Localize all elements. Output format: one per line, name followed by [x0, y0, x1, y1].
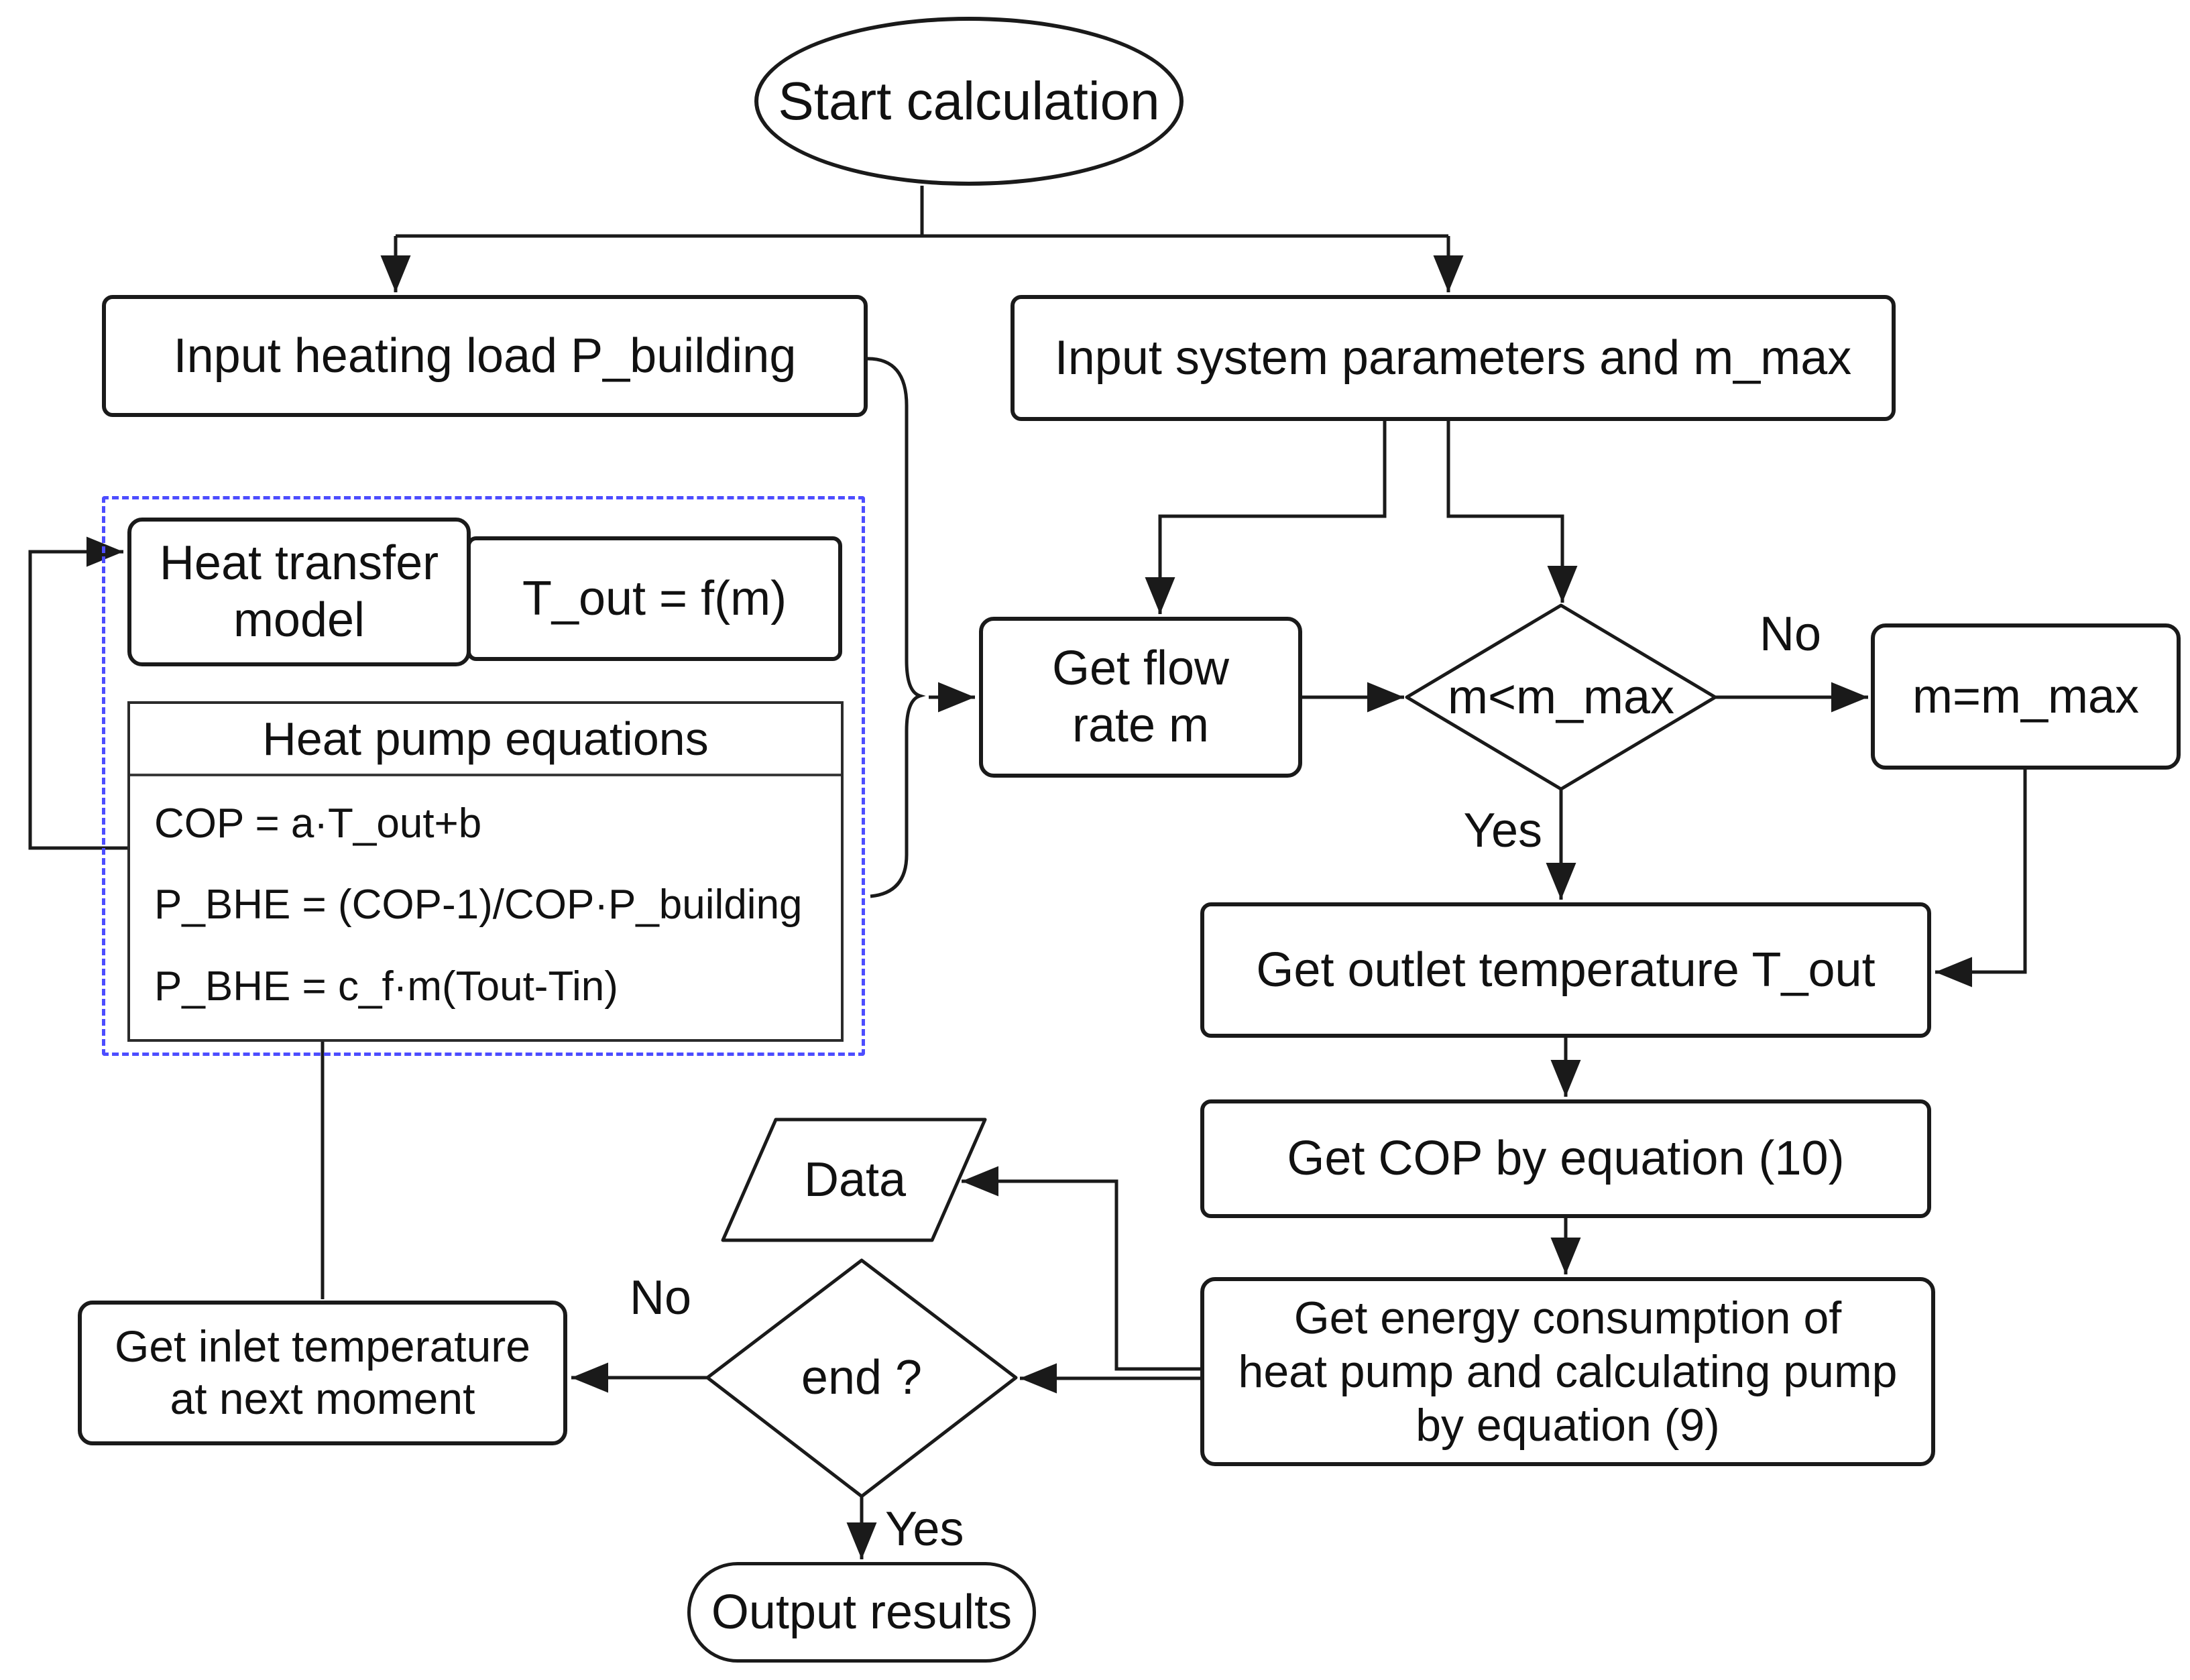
energy-line1: Get energy consumption of	[1293, 1292, 1842, 1343]
output-results-label: Output results	[711, 1585, 1013, 1639]
process-get-cop: Get COP by equation (10)	[1200, 1099, 1931, 1218]
process-tout-fm: T_out = f(m)	[467, 536, 842, 661]
start-terminator: Start calculation	[754, 17, 1184, 186]
label-end-yes: Yes	[885, 1502, 964, 1556]
process-m-equals-mmax: m=m_max	[1871, 623, 2181, 770]
m-equals-mmax-label: m=m_max	[1912, 669, 2140, 723]
decision-end-shape	[705, 1258, 1018, 1498]
edge-params-to-getflow	[1145, 421, 1387, 614]
m-less-mmax-text: m<m_max	[1447, 670, 1675, 724]
heat-pump-equations-table: Heat pump equations COP = a·T_out+b P_BH…	[127, 701, 844, 1042]
energy-line3: by equation (9)	[1416, 1400, 1720, 1451]
process-heat-transfer-model: Heat transfer model	[127, 518, 471, 666]
input-system-params-label: Input system parameters and m_max	[1054, 331, 1852, 385]
label-mmax-no: No	[1759, 607, 1822, 661]
energy-line2: heat pump and calculating pump	[1238, 1345, 1898, 1397]
edge-energy-to-data	[962, 1166, 1200, 1371]
input-heating-load-label: Input heating load P_building	[173, 328, 797, 383]
tout-fm-label: T_out = f(m)	[522, 571, 787, 625]
output-terminator: Output results	[687, 1562, 1036, 1663]
equation-cop: COP = a·T_out+b	[154, 800, 482, 847]
process-get-outlet-temperature: Get outlet temperature T_out	[1200, 902, 1931, 1038]
process-input-heating-load: Input heating load P_building	[102, 295, 868, 417]
process-get-inlet-temperature: Get inlet temperature at next moment	[78, 1301, 567, 1445]
process-get-energy-consumption: Get energy consumption of heat pump and …	[1200, 1277, 1935, 1466]
data-text: Data	[803, 1152, 907, 1207]
get-flow-line2: rate m	[1072, 699, 1210, 752]
heat-transfer-line2: model	[233, 593, 365, 647]
start-label: Start calculation	[778, 70, 1160, 131]
process-input-system-params: Input system parameters and m_max	[1011, 295, 1896, 421]
data-parallelogram-shape	[721, 1118, 987, 1242]
get-flow-line1: Get flow	[1051, 642, 1230, 696]
get-cop-label: Get COP by equation (10)	[1287, 1132, 1845, 1186]
model-group-dashed-box	[102, 496, 865, 1056]
decision-end-label: end ?	[734, 1327, 989, 1428]
equations-body: COP = a·T_out+b P_BHE = (COP-1)/COP·P_bu…	[130, 776, 841, 1039]
heat-transfer-line1: Heat transfer	[159, 536, 439, 591]
get-outlet-temperature-label: Get outlet temperature T_out	[1256, 943, 1876, 997]
get-inlet-line1: Get inlet temperature	[115, 1321, 530, 1372]
decision-m-less-mmax-label: m<m_max	[1427, 644, 1695, 751]
edge-params-to-diamond	[1446, 421, 1578, 603]
equation-pbhe-cop: P_BHE = (COP-1)/COP·P_building	[154, 882, 803, 928]
end-text: end ?	[801, 1350, 923, 1404]
process-get-flow-rate: Get flow rate m	[979, 617, 1302, 778]
edge-mmax-to-gettout	[1935, 769, 2027, 987]
label-mmax-yes: Yes	[1463, 804, 1542, 857]
decision-m-less-mmax-shape	[1405, 603, 1717, 791]
edge-brace-merge	[867, 357, 926, 898]
data-io-label: Data	[744, 1133, 966, 1227]
equation-pbhe-cf: P_BHE = c_f·m(Tout-Tin)	[154, 963, 618, 1010]
label-end-no: No	[629, 1271, 692, 1325]
equations-header: Heat pump equations	[130, 704, 841, 776]
get-inlet-line2: at next moment	[170, 1374, 475, 1423]
